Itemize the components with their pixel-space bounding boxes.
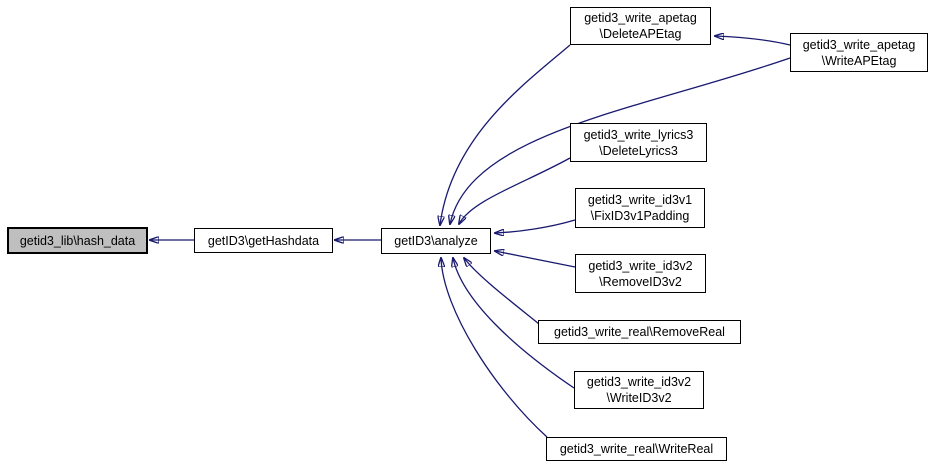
edge-writeid3v2-to-analyze xyxy=(453,258,575,389)
edge-deleteapetag-to-analyze xyxy=(440,44,571,225)
node-label: getID3\analyze xyxy=(394,234,478,248)
node-label-line2: \FixID3v1Padding xyxy=(590,209,690,223)
edge-writereal-to-analyze xyxy=(441,258,548,438)
node-label: getid3_write_real\RemoveReal xyxy=(554,325,725,339)
node-write-id3v2[interactable]: getid3_write_id3v2 \WriteID3v2 xyxy=(574,371,704,409)
node-label-line1: getid3_write_id3v2 xyxy=(588,258,693,273)
node-getid3-lib-hash-data[interactable]: getid3_lib\hash_data xyxy=(7,227,148,254)
node-label-line1: getid3_write_lyrics3 xyxy=(583,127,694,142)
node-label-line1: getid3_write_apetag xyxy=(584,11,697,25)
node-label: getID3\getHashdata xyxy=(207,233,320,248)
node-label-line2: \WriteAPEtag xyxy=(821,53,897,68)
edge-deletelyrics3-to-analyze xyxy=(459,157,571,224)
edge-writeapetag-to-deleteapetag xyxy=(715,36,791,46)
node-label-line2: \DeleteLyrics3 xyxy=(599,143,678,158)
node-delete-lyrics3[interactable]: getid3_write_lyrics3 \DeleteLyrics3 xyxy=(570,123,707,162)
node-label: getid3_lib\hash_data xyxy=(19,233,136,248)
edge-removereal-to-analyze xyxy=(464,258,540,325)
node-label-line2: \WriteID3v2 xyxy=(606,391,672,405)
node-fix-id3v1-padding[interactable]: getid3_write_id3v1 \FixID3v1Padding xyxy=(575,188,705,228)
node-getid3-analyze[interactable]: getID3\analyze xyxy=(381,228,491,254)
node-delete-apetag[interactable]: getid3_write_apetag \DeleteAPEtag xyxy=(570,7,711,45)
node-remove-id3v2[interactable]: getid3_write_id3v2 \RemoveID3v2 xyxy=(575,254,706,293)
node-label-line1: getid3_write_id3v2 xyxy=(586,375,692,389)
node-label-line2: \DeleteAPEtag xyxy=(599,27,682,41)
node-write-apetag[interactable]: getid3_write_apetag \WriteAPEtag xyxy=(790,33,928,72)
node-label-line1: getid3_write_apetag xyxy=(802,37,916,52)
node-label: getid3_write_real\WriteReal xyxy=(559,442,714,456)
node-remove-real[interactable]: getid3_write_real\RemoveReal xyxy=(538,320,741,344)
node-label-line1: getid3_write_id3v1 xyxy=(587,193,693,207)
node-getid3-gethashdata[interactable]: getID3\getHashdata xyxy=(194,228,333,253)
node-label-line2: \RemoveID3v2 xyxy=(599,274,682,289)
node-write-real[interactable]: getid3_write_real\WriteReal xyxy=(546,437,727,461)
edge-removeid3v2-to-analyze xyxy=(495,251,576,268)
edge-fixid3v1padding-to-analyze xyxy=(495,219,576,233)
